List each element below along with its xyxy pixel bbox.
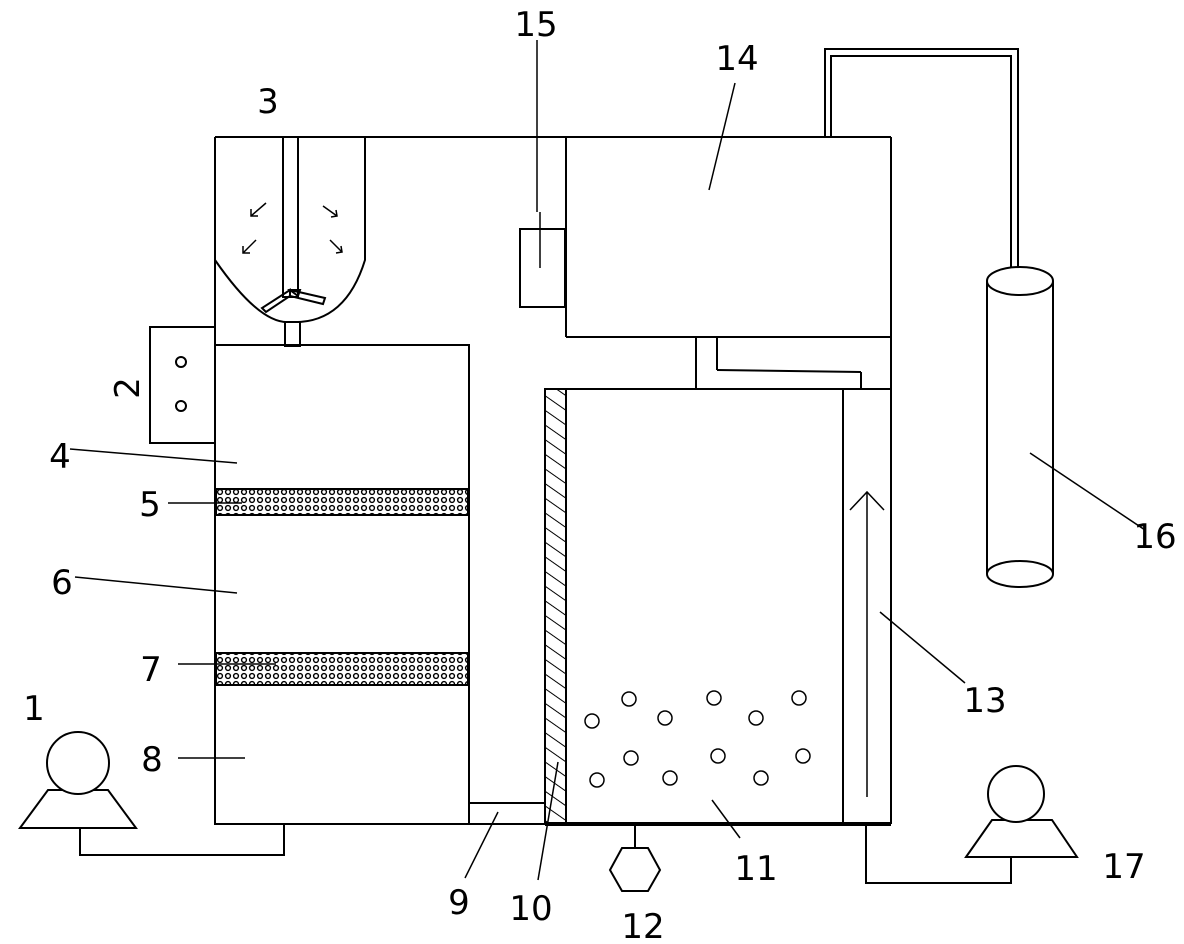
label-9: 9 [448,883,470,923]
label-7: 7 [140,650,162,690]
control-box [149,326,216,444]
label-6: 6 [51,563,73,603]
flow-arrows [242,202,343,254]
filter-layer-5 [215,488,469,516]
pump-17 [865,765,1079,884]
stirrer-bowl [214,136,366,347]
label-15: 15 [514,5,557,45]
label-4: 4 [49,437,71,477]
label-3: 3 [257,82,279,122]
filter-layer-7 [215,652,469,686]
tank-connector [695,337,862,389]
label-16: 16 [1133,517,1176,557]
gas-cylinder [986,266,1054,588]
label-1: 1 [23,689,45,729]
label-5: 5 [139,485,161,525]
label-13: 13 [963,681,1006,721]
left-column [214,344,470,825]
bubbles [584,690,811,788]
label-12: 12 [621,907,664,944]
riser-arrow [849,490,885,797]
stirrer-outlet [284,321,301,347]
aerator [608,824,662,892]
sensor-box [519,228,566,308]
gas-pipe [824,48,1019,267]
label-10: 10 [509,889,552,929]
label-17: 17 [1102,847,1145,887]
label-14: 14 [715,39,758,79]
stirrer-shaft [282,136,299,298]
reactor [545,388,891,826]
stirrer-blade [260,288,327,314]
upper-tank [519,137,891,338]
label-11: 11 [734,849,777,889]
pump-1 [18,731,285,856]
number-labels: 1 2 3 4 5 6 7 8 9 10 11 12 13 14 15 16 1… [23,5,1176,944]
label-8: 8 [141,740,163,780]
connecting-pipe [468,802,546,825]
hatched-wall [544,388,567,825]
label-2: 2 [108,377,148,399]
leader-lines [69,40,1146,881]
